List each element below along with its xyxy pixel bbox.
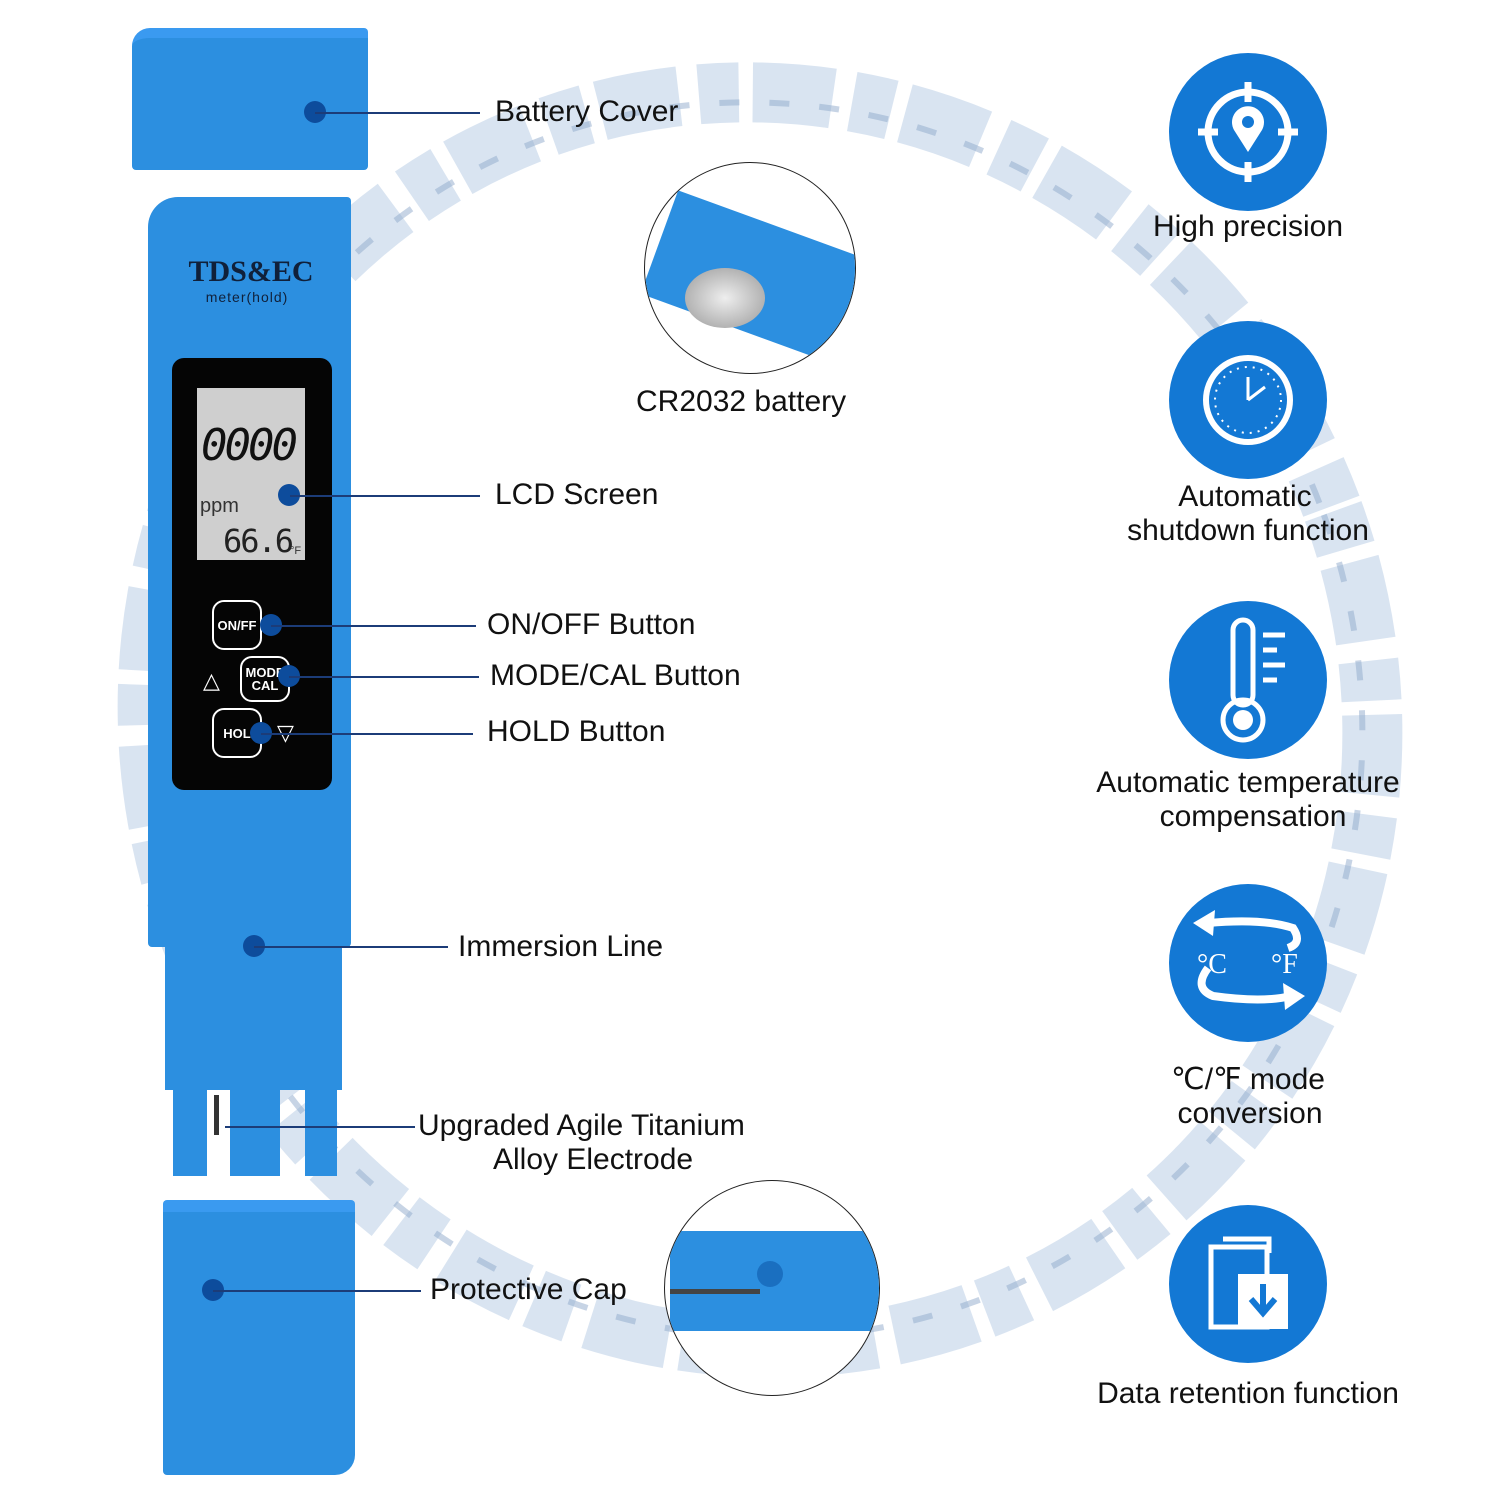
electrode-label-2: Alloy Electrode	[493, 1143, 694, 1176]
immersion-label: Immersion Line	[458, 930, 664, 963]
electrode-label-1: Upgraded Agile Titanium	[418, 1109, 745, 1142]
lcd-screen: 0000 ppm 66.6 °F	[197, 388, 305, 560]
lcd-temp: 66.6	[223, 522, 294, 560]
coin-battery	[685, 268, 765, 328]
lcd-temp-unit: °F	[290, 545, 302, 557]
probe-section	[165, 945, 342, 1090]
mode-text: MODE	[245, 665, 285, 680]
battery-cover-leader	[315, 112, 480, 114]
cap-label: Protective Cap	[430, 1273, 627, 1306]
onoff-label: ON/OFF Button	[487, 608, 696, 641]
crosshair-location-icon	[1169, 53, 1327, 211]
down-arrow-icon: ▽	[277, 720, 294, 745]
thermometer-icon	[1169, 601, 1327, 759]
battery-cover	[132, 28, 368, 170]
feature-label: Automatic temperature	[1096, 766, 1400, 799]
cal-text: CAL	[251, 678, 279, 693]
onoff-leader	[271, 625, 476, 627]
feature-label: High precision	[1152, 210, 1344, 243]
hold-label: HOLD Button	[487, 715, 666, 748]
battery-label: CR2032 battery	[636, 385, 847, 418]
probe-prong	[305, 1088, 337, 1176]
clock-icon	[1169, 321, 1327, 479]
probe-prong	[173, 1088, 207, 1176]
feature-label: compensation	[1159, 800, 1347, 833]
fahrenheit-text: °F	[1271, 949, 1298, 980]
lcd-reading: 0000	[201, 420, 298, 471]
feature-label: shutdown function	[1127, 514, 1369, 547]
lcd-unit: ppm	[200, 495, 239, 517]
feature-label: Data retention function	[1097, 1377, 1399, 1410]
document-download-icon	[1169, 1205, 1327, 1363]
lcd-leader	[290, 495, 480, 497]
cap-leader	[213, 1290, 421, 1292]
up-arrow-icon: △	[203, 668, 220, 693]
model-text: meter(hold)	[205, 289, 289, 305]
mode-leader	[289, 676, 479, 678]
protective-cap	[163, 1200, 355, 1475]
feature-label: Automatic	[1178, 480, 1312, 513]
electrode-pin	[214, 1095, 219, 1135]
probe-prong	[230, 1088, 280, 1176]
feature-label: ℃/℉ mode	[1171, 1063, 1325, 1096]
immersion-leader	[254, 946, 448, 948]
battery-inset	[644, 162, 856, 374]
brand-text: TDS&EC	[188, 255, 314, 288]
electrode-inset	[664, 1180, 880, 1396]
feature-label: conversion	[1177, 1097, 1323, 1130]
hold-leader	[261, 733, 473, 735]
power-button[interactable]: ON/FF	[212, 600, 262, 650]
celsius-text: °C	[1197, 949, 1227, 980]
celsius-fahrenheit-swap-icon: °C °F	[1169, 884, 1327, 1042]
electrode-leader	[225, 1126, 415, 1128]
mode-label: MODE/CAL Button	[490, 659, 741, 692]
battery-cover-label: Battery Cover	[495, 95, 679, 128]
lcd-label: LCD Screen	[495, 478, 659, 511]
lcd-dot	[278, 484, 300, 506]
